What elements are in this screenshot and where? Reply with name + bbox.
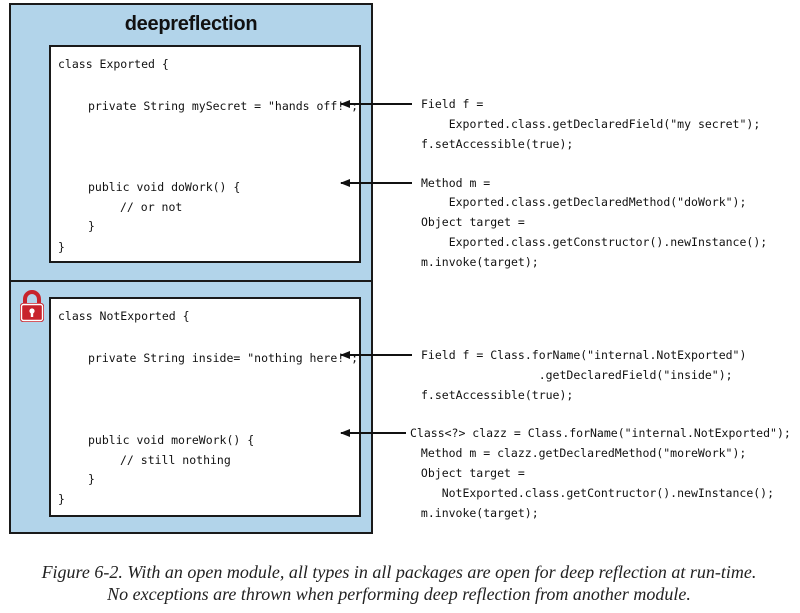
not-exported-class-close: } xyxy=(58,492,65,506)
annotation-line: Class<?> clazz = Class.forName("internal… xyxy=(410,426,791,440)
not-exported-method: public void moreWork() { xyxy=(88,433,255,447)
exported-class-close: } xyxy=(58,240,65,254)
package-divider xyxy=(11,280,371,282)
annotation-line: m.invoke(target); xyxy=(421,255,539,269)
annotation-line: m.invoke(target); xyxy=(414,506,539,520)
module-deepreflection: deepreflection class Exported { private … xyxy=(9,3,373,534)
exported-method-close: } xyxy=(88,219,95,233)
annotation-line: Method m = xyxy=(421,176,491,190)
caption-line-2: No exceptions are thrown when performing… xyxy=(107,584,691,604)
exported-method: public void doWork() { xyxy=(88,180,241,194)
not-exported-method-close: } xyxy=(88,472,95,486)
not-exported-class-box: class NotExported { private String insid… xyxy=(49,297,361,517)
annotation-line: Exported.class.getDeclaredMethod("doWork… xyxy=(421,195,747,209)
exported-comment: // or not xyxy=(120,200,183,214)
annotation-line: Object target = xyxy=(421,215,525,229)
annotation-line: NotExported.class.getContructor().newIns… xyxy=(414,486,775,500)
annotation-line: Exported.class.getDeclaredField("my secr… xyxy=(421,117,761,131)
annotation-line: Object target = xyxy=(414,466,525,480)
annotation-line: f.setAccessible(true); xyxy=(421,137,574,151)
not-exported-comment: // still nothing xyxy=(120,453,231,467)
exported-class-box: class Exported { private String mySecret… xyxy=(49,45,361,263)
annotation-line: Method m = clazz.getDeclaredMethod("more… xyxy=(414,446,747,460)
module-title: deepreflection xyxy=(124,13,258,35)
annotation-line: Exported.class.getConstructor().newInsta… xyxy=(421,235,768,249)
exported-class-open: class Exported { xyxy=(58,57,169,71)
annotation-line: f.setAccessible(true); xyxy=(421,388,574,402)
not-exported-class-open: class NotExported { xyxy=(58,309,190,323)
padlock-icon xyxy=(20,290,44,322)
annotation-line: .getDeclaredField("inside"); xyxy=(421,368,733,382)
figure-caption: Figure 6-2. With an open module, all typ… xyxy=(0,561,800,605)
annotation-line: Field f = Class.forName("internal.NotExp… xyxy=(421,348,747,362)
caption-line-1: Figure 6-2. With an open module, all typ… xyxy=(41,562,757,582)
exported-field: private String mySecret = "hands off!"; xyxy=(88,99,359,113)
annotation-line: Field f = xyxy=(421,97,484,111)
